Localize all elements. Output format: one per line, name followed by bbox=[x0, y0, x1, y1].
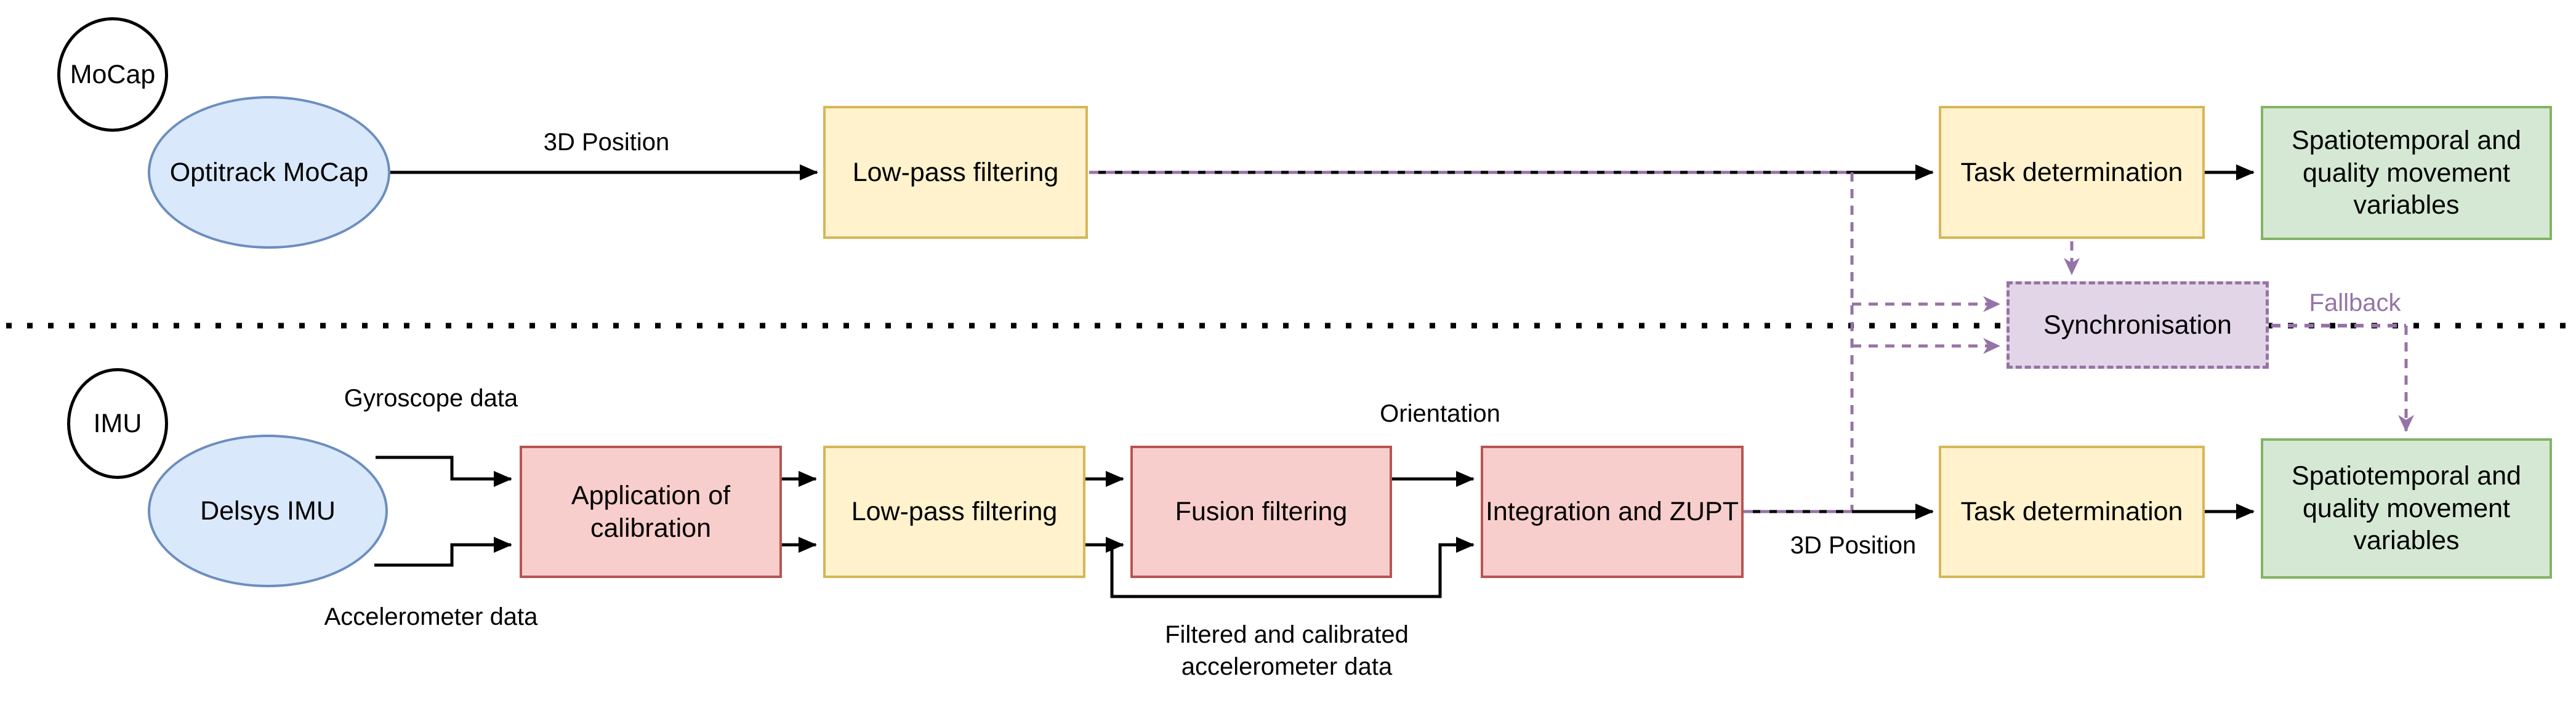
node-lowpass-filtering-bottom: Low-pass filtering bbox=[823, 446, 1085, 578]
node-lowpass-filtering-top: Low-pass filtering bbox=[823, 106, 1088, 239]
node-task-determination-bottom-label: Task determination bbox=[1960, 497, 2183, 527]
node-task-determination-top-label: Task determination bbox=[1960, 157, 2183, 187]
node-integration-and-zupt-label: Integration and ZUPT bbox=[1485, 497, 1739, 527]
node-lowpass-filtering-bottom-label: Low-pass filtering bbox=[851, 497, 1058, 527]
node-lowpass-filtering-top-label: Low-pass filtering bbox=[852, 157, 1059, 187]
node-synchronisation-label: Synchronisation bbox=[2043, 310, 2232, 340]
edge-accel-bypass-to-integration bbox=[1110, 537, 1475, 598]
node-fusion-filtering: Fusion filtering bbox=[1130, 446, 1392, 578]
edge-label-filtered-calibrated: Filtered and calibrated accelerometer da… bbox=[1165, 621, 1409, 680]
section-badge-imu: IMU bbox=[67, 368, 168, 479]
node-output-variables-top-label: Spatiotemporal and quality movement vari… bbox=[2292, 126, 2521, 220]
node-optitrack-mocap: Optitrack MoCap bbox=[148, 96, 390, 249]
edge-label-gyroscope-data: Gyroscope data bbox=[344, 385, 518, 412]
node-synchronisation: Synchronisation bbox=[2006, 281, 2269, 369]
node-application-of-calibration: Application of calibration bbox=[520, 446, 782, 578]
edge-label-3d-position-bottom: 3D Position bbox=[1790, 532, 1917, 559]
node-delsys-imu-label: Delsys IMU bbox=[200, 496, 336, 526]
node-integration-and-zupt: Integration and ZUPT bbox=[1481, 446, 1744, 578]
node-task-determination-bottom: Task determination bbox=[1939, 446, 2205, 578]
section-badge-mocap-label: MoCap bbox=[70, 59, 156, 89]
edge-label-3d-position-top: 3D Position bbox=[543, 129, 670, 156]
node-application-of-calibration-label: Application of calibration bbox=[571, 481, 731, 543]
edge-delsys-accel bbox=[374, 537, 512, 567]
edge-label-orientation: Orientation bbox=[1380, 400, 1500, 427]
section-badge-imu-label: IMU bbox=[93, 408, 142, 438]
node-task-determination-top: Task determination bbox=[1939, 106, 2205, 239]
edge-label-fallback: Fallback bbox=[2309, 289, 2401, 316]
node-delsys-imu: Delsys IMU bbox=[148, 435, 388, 587]
node-output-variables-bottom: Spatiotemporal and quality movement vari… bbox=[2261, 438, 2552, 579]
node-fusion-filtering-label: Fusion filtering bbox=[1175, 497, 1348, 527]
section-badge-mocap: MoCap bbox=[57, 17, 168, 132]
node-output-variables-bottom-label: Spatiotemporal and quality movement vari… bbox=[2292, 461, 2521, 556]
edge-delsys-gyro bbox=[376, 456, 512, 487]
node-optitrack-mocap-label: Optitrack MoCap bbox=[169, 157, 369, 187]
edge-label-accelerometer-data: Accelerometer data bbox=[324, 603, 538, 630]
node-output-variables-top: Spatiotemporal and quality movement vari… bbox=[2261, 106, 2552, 240]
